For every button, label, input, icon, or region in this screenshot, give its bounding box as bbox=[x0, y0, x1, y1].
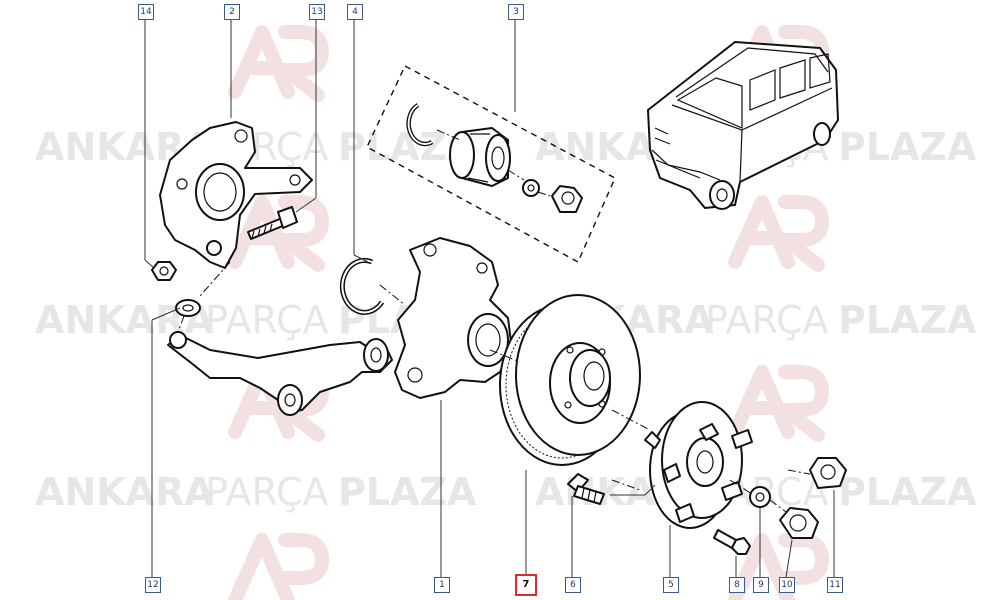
callout-leaders bbox=[144, 19, 835, 578]
callout-3: 3 bbox=[508, 4, 524, 20]
steering-knuckle-1 bbox=[394, 237, 513, 399]
callout-9: 9 bbox=[753, 577, 769, 593]
wm-plaza-4: PLAZA bbox=[838, 298, 977, 342]
wm-parca-5: PARÇA bbox=[205, 470, 329, 514]
wm-parca-4: PARÇA bbox=[705, 298, 829, 342]
callout-7-highlighted: 7 bbox=[515, 574, 537, 596]
bearing-kit bbox=[406, 103, 583, 213]
nut-14 bbox=[151, 261, 177, 281]
callout-4: 4 bbox=[347, 4, 363, 20]
knuckle-bolt bbox=[247, 206, 298, 240]
bolt-8 bbox=[713, 529, 751, 555]
callout-10: 10 bbox=[779, 577, 795, 593]
wheel-studs bbox=[663, 423, 753, 523]
wm-plaza-6: PLAZA bbox=[838, 470, 977, 514]
callout-8: 8 bbox=[729, 577, 745, 593]
brake-disc-7 bbox=[499, 294, 641, 466]
callout-12: 12 bbox=[145, 577, 161, 593]
callout-1: 1 bbox=[434, 577, 450, 593]
nut-11 bbox=[809, 457, 847, 489]
callout-13: 13 bbox=[309, 4, 325, 20]
van-illustration bbox=[647, 41, 839, 210]
lower-control-arm bbox=[167, 331, 393, 416]
callout-2: 2 bbox=[224, 4, 240, 20]
assembly-axis-lines bbox=[177, 129, 811, 513]
callout-11: 11 bbox=[827, 577, 843, 593]
bearing-kit-box bbox=[366, 65, 616, 263]
watermark-logo-7 bbox=[228, 533, 329, 600]
nut-10 bbox=[779, 507, 819, 539]
wm-plaza-2: PLAZA bbox=[838, 125, 977, 169]
watermark-logo-6 bbox=[728, 365, 829, 442]
washer-9 bbox=[749, 486, 771, 508]
watermark-logo-1 bbox=[228, 25, 329, 102]
watermark-logo-4 bbox=[728, 195, 829, 272]
snap-ring-4 bbox=[339, 257, 385, 315]
stud-6 bbox=[567, 473, 605, 505]
callout-6: 6 bbox=[565, 577, 581, 593]
wm-parca-3: PARÇA bbox=[205, 298, 329, 342]
callout-5: 5 bbox=[663, 577, 679, 593]
washer-12 bbox=[175, 299, 201, 317]
wm-plaza-5: PLAZA bbox=[338, 470, 477, 514]
wm-ankara-5: ANKARA bbox=[35, 470, 214, 514]
callout-14: 14 bbox=[138, 4, 154, 20]
steering-knuckle-upper bbox=[159, 121, 313, 269]
